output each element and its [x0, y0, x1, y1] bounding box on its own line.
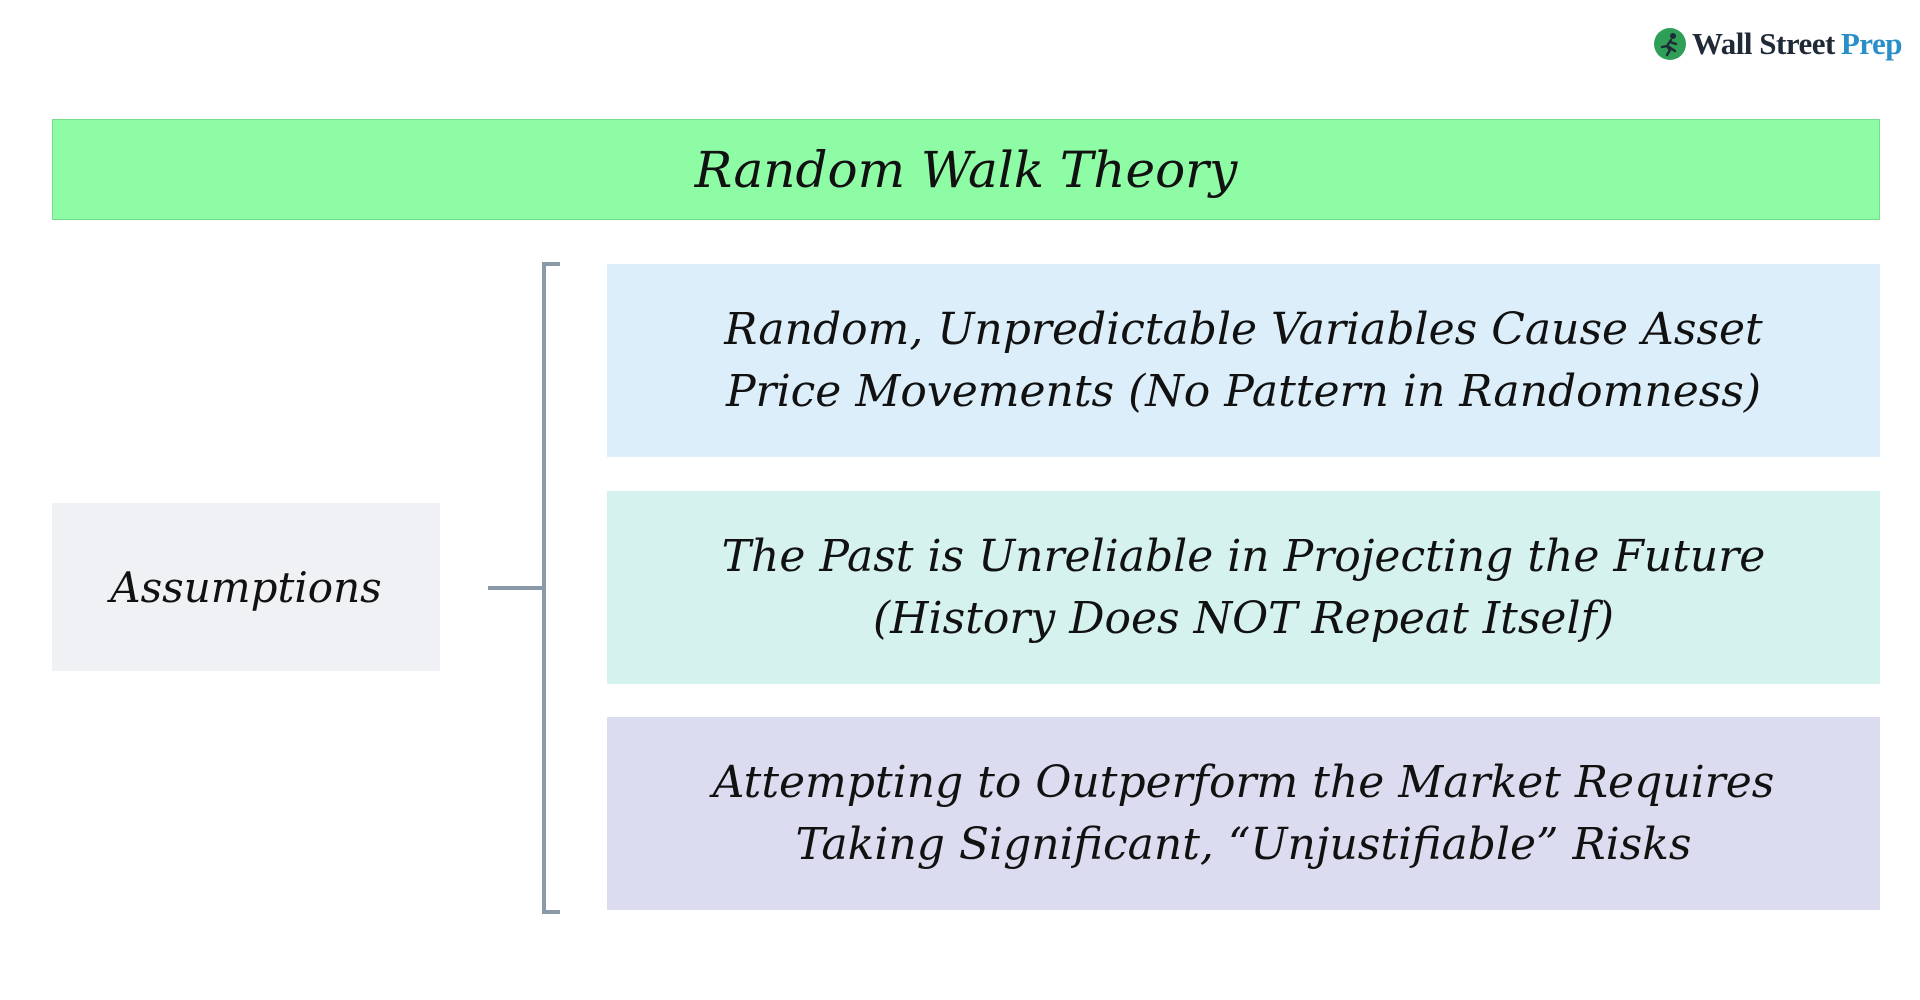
assumption-random-variables: Random, Unpredictable Variables Cause As… — [607, 264, 1880, 457]
wall-street-prep-logo: Wall Street Prep — [1653, 26, 1903, 62]
runner-logo-icon — [1653, 28, 1686, 60]
diagram-title: Random Walk Theory — [52, 119, 1880, 220]
logo-text-prep: Prep — [1840, 26, 1903, 61]
assumptions-label: Assumptions — [52, 503, 440, 671]
assumption-past-unreliable: The Past is Unreliable in Projecting the… — [607, 491, 1880, 684]
assumption-outperform-risk: Attempting to Outperform the Market Requ… — [607, 717, 1880, 910]
logo-text-wall-street: Wall Street — [1691, 26, 1835, 61]
bracket-connector — [488, 262, 560, 914]
